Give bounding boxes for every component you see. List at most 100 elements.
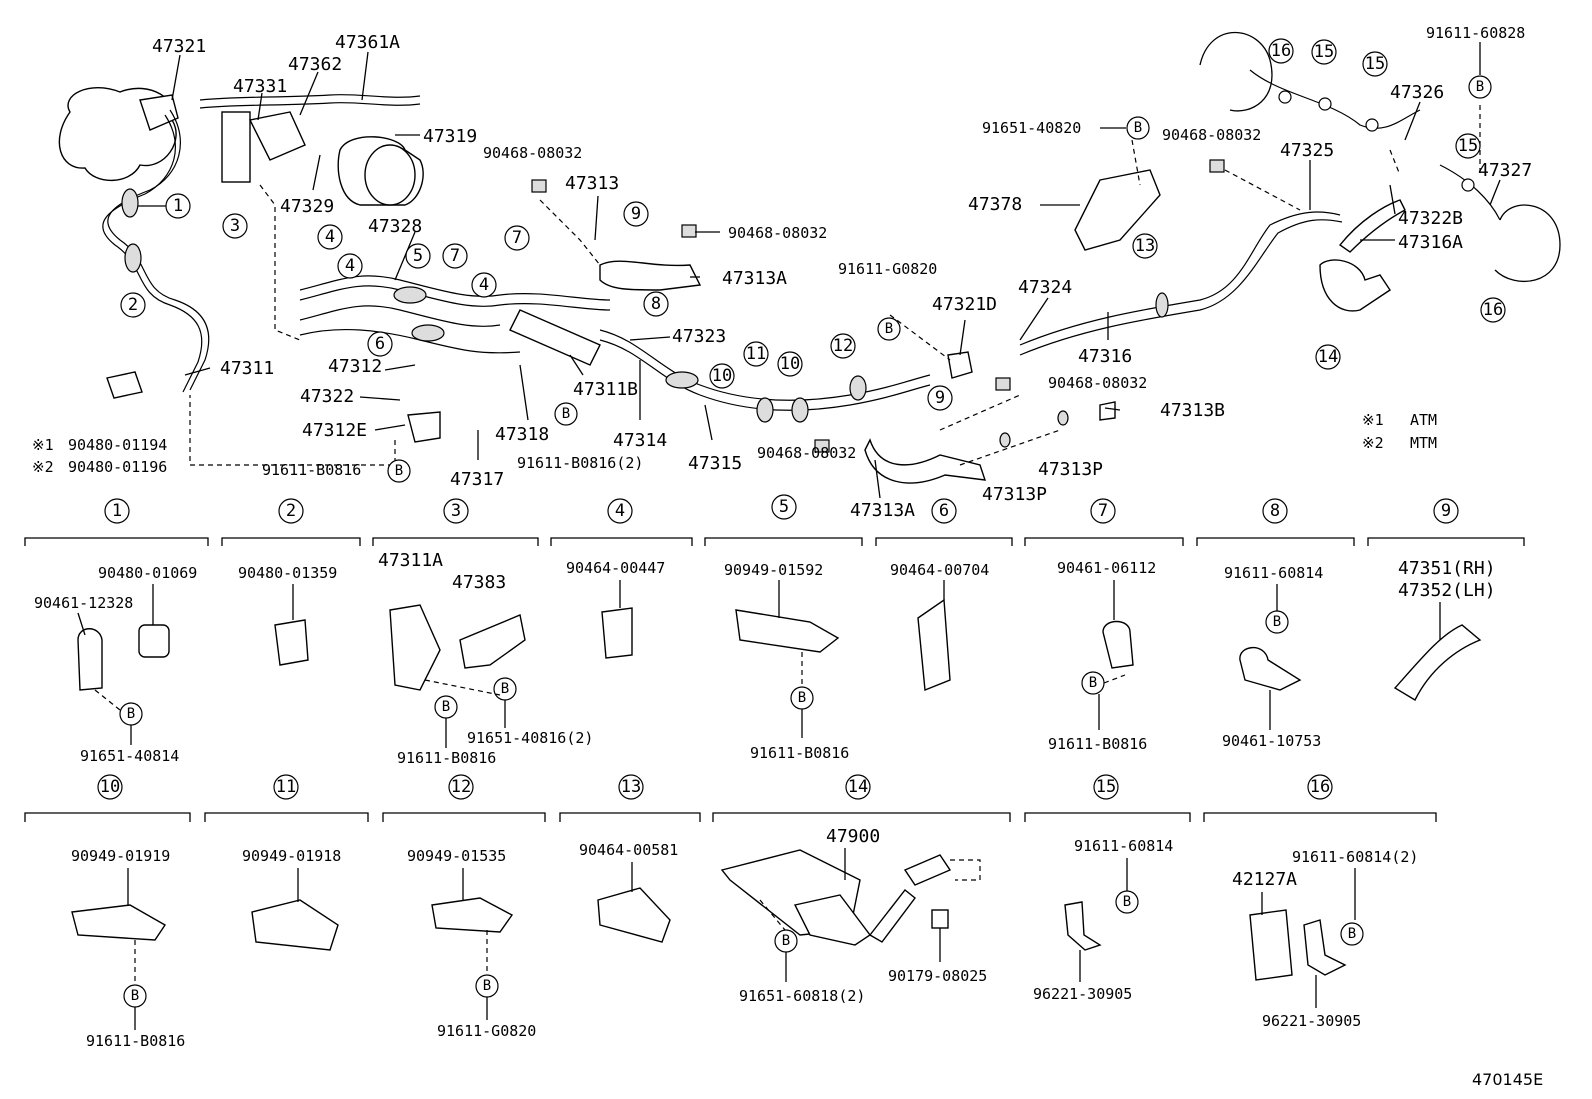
svg-text:12: 12 [451, 777, 471, 797]
callout-47361A: 47361A [335, 32, 400, 53]
svg-text:12: 12 [833, 336, 853, 356]
marker-14: 14 [1315, 344, 1341, 370]
panel-4-part-a: 90464-00447 [566, 559, 665, 577]
brake-booster-drawing [58, 87, 179, 182]
svg-text:B: B [782, 933, 790, 949]
callout-47312: 47312 [328, 356, 382, 377]
callout-47331: 47331 [233, 76, 287, 97]
callout-47323: 47323 [672, 326, 726, 347]
panel-5-part-b: 91611-B0816 [750, 744, 849, 762]
svg-text:6: 6 [375, 334, 385, 354]
panel-6-part-a: 90464-00704 [890, 561, 989, 579]
callout-47328: 47328 [368, 216, 422, 237]
svg-text:2: 2 [286, 501, 296, 521]
panel-12: 12 90949-01535 91611-G0820 B [407, 774, 536, 1040]
svg-text:1: 1 [173, 196, 183, 216]
callout-47318: 47318 [495, 424, 549, 445]
panel-15: 15 91611-60814 96221-30905 B [1033, 774, 1173, 1003]
marker-11: 11 [743, 341, 769, 367]
svg-text:7: 7 [1098, 501, 1108, 521]
callout-47311B: 47311B [573, 379, 638, 400]
panel-5-part-a: 90949-01592 [724, 561, 823, 579]
marker-7a: 7 [442, 243, 468, 269]
svg-text:9: 9 [1441, 501, 1451, 521]
panel-14-part-b: 91651-60818(2) [739, 987, 865, 1005]
marker-1: 1 [138, 193, 191, 219]
svg-text:B: B [483, 978, 491, 994]
clip-90468-4-drawing [995, 377, 1011, 391]
marker-8: 8 [643, 291, 669, 317]
callout-47321D: 47321D [932, 294, 997, 315]
callout-90468-08032-1: 90468-08032 [483, 144, 582, 162]
panel-12-part-a: 90949-01535 [407, 847, 506, 865]
svg-text:5: 5 [413, 246, 423, 266]
svg-text:B: B [885, 321, 893, 337]
svg-text:8: 8 [1270, 501, 1280, 521]
callout-47378: 47378 [968, 194, 1022, 215]
callout-47313B: 47313B [1160, 400, 1225, 421]
brake-pipes-left [102, 109, 210, 393]
callout-90468-08032-4: 90468-08032 [1048, 374, 1147, 392]
marker-13: 13 [1132, 233, 1158, 259]
bracket-47321D-drawing [947, 351, 973, 379]
panel-7-part-a: 90461-06112 [1057, 559, 1156, 577]
marker-6: 6 [367, 331, 393, 357]
b-marker-main-5: B [1468, 75, 1492, 99]
svg-text:B: B [1348, 926, 1356, 942]
panel-8: 8 91611-60814 90461-10753 B [1222, 498, 1323, 750]
marker-12: 12 [830, 333, 856, 359]
marker-4a: 4 [317, 224, 343, 250]
svg-text:13: 13 [1135, 236, 1155, 256]
svg-text:9: 9 [631, 204, 641, 224]
callout-47317: 47317 [450, 469, 504, 490]
clip-90468-2-drawing [681, 224, 697, 238]
marker-3: 3 [222, 213, 248, 239]
detail-panels-row-1: 1 90480-01069 90461-12328 91651-40814 B … [24, 494, 1525, 767]
callout-47313A-top: 47313A [722, 268, 787, 289]
bracket-47312E-drawing [407, 411, 441, 443]
svg-text:7: 7 [512, 228, 522, 248]
b-marker-main-1: B [554, 402, 578, 426]
panel-6: 6 90464-00704 [890, 498, 989, 691]
panel-12-part-b: 91611-G0820 [437, 1022, 536, 1040]
marker-10b: 10 [777, 351, 803, 377]
marker-10a: 10 [709, 363, 735, 389]
svg-text:B: B [1134, 120, 1142, 136]
hose-47313A-top-drawing [599, 260, 702, 291]
svg-text:B: B [127, 706, 135, 722]
marker-15a: 15 [1311, 39, 1337, 65]
callout-47322B: 47322B [1398, 208, 1463, 229]
panel-7: 7 90461-06112 91611-B0816 B [1048, 498, 1156, 753]
callout-47325: 47325 [1280, 140, 1334, 161]
panel-16-part-c: 96221-30905 [1262, 1012, 1361, 1030]
svg-text:14: 14 [848, 777, 868, 797]
svg-text:15: 15 [1365, 54, 1385, 74]
note-2-mark: ※2 [32, 458, 54, 476]
marker-7b: 7 [504, 225, 530, 251]
marker-9b: 9 [927, 385, 953, 411]
washer-47313P-a-drawing [999, 432, 1011, 448]
panel-15-part-a: 91611-60814 [1074, 837, 1173, 855]
marker-16b: 16 [1480, 297, 1506, 323]
panel-2-part-a: 90480-01359 [238, 564, 337, 582]
callout-47311: 47311 [220, 358, 274, 379]
svg-text:11: 11 [276, 777, 296, 797]
panel-1-part-b: 90461-12328 [34, 594, 133, 612]
svg-text:16: 16 [1310, 777, 1330, 797]
panel-7-part-b: 91611-B0816 [1048, 735, 1147, 753]
callout-47312E: 47312E [302, 420, 367, 441]
svg-text:16: 16 [1483, 300, 1503, 320]
svg-text:15: 15 [1096, 777, 1116, 797]
callout-47313A-bottom: 47313A [850, 500, 915, 521]
callout-47324: 47324 [1018, 277, 1072, 298]
callout-90468-08032-5: 90468-08032 [757, 444, 856, 462]
panel-16-part-b: 91611-60814(2) [1292, 848, 1418, 866]
svg-text:B: B [562, 406, 570, 422]
svg-text:B: B [501, 681, 509, 697]
svg-text:B: B [1476, 79, 1484, 95]
svg-text:4: 4 [479, 275, 489, 295]
callout-90480-01196: 90480-01196 [68, 458, 167, 476]
rear-drum-left-drawing [1199, 31, 1273, 112]
svg-text:10: 10 [780, 354, 800, 374]
